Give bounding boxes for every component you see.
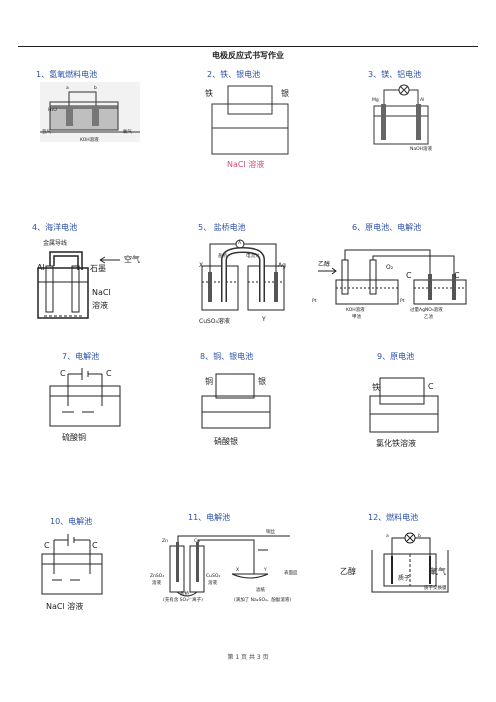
item-3-magnesium-aluminium-cell-diagram <box>373 84 429 145</box>
item-11-note-right: (滴加了 Na₂SO₄、酚酞溶液) <box>234 598 292 603</box>
item-5-salt-bridge: 盐桥 <box>218 254 227 259</box>
item-6-agno3: 过量AgNO₃溶液 <box>410 308 443 313</box>
item-2-iron: 铁 <box>205 89 213 98</box>
item-11-copper-wire: 铜丝 <box>266 530 275 535</box>
item-6-ethanol: 乙醇 <box>318 261 331 268</box>
item-7-copper-sulfate: 硫酸铜 <box>62 433 86 442</box>
item-3-label: 3、镁、铝电池 <box>368 70 422 79</box>
item-4-ocean-cell-diagram <box>37 251 120 319</box>
item-10-c-left: C <box>44 541 50 550</box>
item-12-pem: 质子交换膜 <box>424 586 447 591</box>
item-8-copper: 铜 <box>205 377 213 386</box>
page-title: 电极反应式书写作业 <box>212 51 284 60</box>
item-2-silver: 银 <box>281 89 289 98</box>
item-11-znso4-solution: 溶液 <box>152 581 161 586</box>
item-8-label: 8、铜、银电池 <box>200 352 254 361</box>
item-1-a: a <box>66 86 69 91</box>
item-4-solution: 溶液 <box>92 301 108 310</box>
item-4-wire: 金属导线 <box>43 240 68 247</box>
item-11-note-left: (充有含 SO₄²⁻离子) <box>163 598 203 603</box>
item-11-znso4: ZnSO₄ <box>150 574 165 579</box>
item-1-label: 1、氢氧燃料电池 <box>36 70 98 79</box>
item-7-electrolysis-diagram <box>49 368 121 427</box>
item-1-water: H₂O <box>48 108 57 113</box>
item-11-label: 11、电解池 <box>188 513 231 522</box>
item-12-proton: 质子 <box>398 575 411 582</box>
item-6-cell-b: 乙池 <box>424 315 433 320</box>
item-11-zn: Zn <box>162 539 168 544</box>
item-12-ethanol: 乙醇 <box>340 567 356 576</box>
item-11-watch-glass: 表面皿 <box>284 571 298 576</box>
item-2-label: 2、铁、银电池 <box>207 70 261 79</box>
item-12-oxygen: 氧气 <box>430 567 446 576</box>
item-8-copper-silver-cell-diagram <box>201 373 271 429</box>
item-8-silver: 银 <box>258 377 266 386</box>
item-1-oxygen: 氧气 <box>123 130 132 135</box>
item-10-label: 10、电解池 <box>50 517 93 526</box>
item-4-label: 4、海洋电池 <box>32 223 78 232</box>
item-2-iron-silver-cell-diagram <box>211 85 289 155</box>
item-11-electrolysis-salt-bridge-diagram <box>169 535 290 597</box>
item-7-label: 7、电解池 <box>62 352 100 361</box>
item-5-ag: Ag <box>278 262 286 269</box>
item-5-salt-bridge-cell-diagram <box>201 239 285 311</box>
item-7-c-right: C <box>106 369 112 378</box>
item-6-o2: O₂ <box>386 264 394 271</box>
item-5-ammeter-a: A <box>238 241 242 246</box>
item-5-label: 5、 盐桥电池 <box>198 223 246 232</box>
item-1-koh: KOH溶液 <box>80 138 99 143</box>
page-footer: 第 1 页 共 3 页 <box>227 654 269 661</box>
item-5-x: X <box>199 262 204 269</box>
item-4-nacl: NaCl <box>92 288 111 297</box>
item-4-air: 空气 <box>124 255 140 264</box>
item-1-b: b <box>94 86 97 91</box>
item-9-c: C <box>428 382 434 391</box>
item-9-ferric-chloride: 氯化铁溶液 <box>376 439 416 448</box>
item-1-hydrogen: 氢气 <box>42 130 51 135</box>
item-10-c-right: C <box>92 541 98 550</box>
item-12-fuel-cell-diagram <box>371 532 449 593</box>
header-rule <box>18 46 478 47</box>
item-6-koh: KOH溶液 <box>346 308 365 313</box>
item-9-label: 9、原电池 <box>377 352 415 361</box>
item-2-nacl: NaCl 溶液 <box>227 160 265 169</box>
item-7-c-left: C <box>60 369 66 378</box>
item-5-galvanometer: 电流计 <box>246 254 260 259</box>
item-6-pt-left: Pt <box>312 299 317 304</box>
item-12-a: a <box>386 534 389 539</box>
item-11-y: Y <box>264 568 267 573</box>
item-11-filter-paper: 滤纸 <box>256 588 265 593</box>
item-9-iron: 铁 <box>372 383 380 392</box>
item-3-naoh: NaOH溶液 <box>410 147 433 152</box>
item-11-x: X <box>236 568 240 573</box>
item-11-cu: Cu <box>194 539 200 544</box>
item-3-al: Al <box>420 98 425 103</box>
item-5-y: Y <box>262 316 266 323</box>
item-4-graphite: 石墨 <box>90 264 106 273</box>
item-8-silver-nitrate: 硝酸银 <box>214 437 238 446</box>
item-6-label: 6、原电池、电解池 <box>352 223 422 232</box>
item-12-label: 12、燃料电池 <box>368 513 419 522</box>
item-6-c-right: C <box>454 271 460 280</box>
item-12-b: b <box>418 534 421 539</box>
item-9-iron-carbon-cell-diagram <box>369 377 439 433</box>
item-5-cuso4: CuSO₄溶液 <box>199 318 230 325</box>
item-4-al: Al <box>37 263 45 272</box>
item-3-mg: Mg <box>372 98 379 103</box>
item-1-hydrogen-oxygen-fuel-cell-diagram <box>40 82 140 142</box>
item-6-galvanic-electrolytic-cell-diagram <box>318 249 467 305</box>
item-11-salt-bridge: 盐桥 <box>180 592 189 597</box>
item-6-c-left: C <box>406 271 412 280</box>
item-6-cell-a: 甲池 <box>352 315 361 320</box>
item-10-electrolysis-diagram <box>41 534 103 595</box>
item-6-pt-right: Pt <box>400 299 405 304</box>
item-11-cuso4-solution: 溶液 <box>208 581 217 586</box>
item-10-nacl: NaCl 溶液 <box>46 602 84 611</box>
item-11-cuso4: CuSO₄ <box>206 574 221 579</box>
